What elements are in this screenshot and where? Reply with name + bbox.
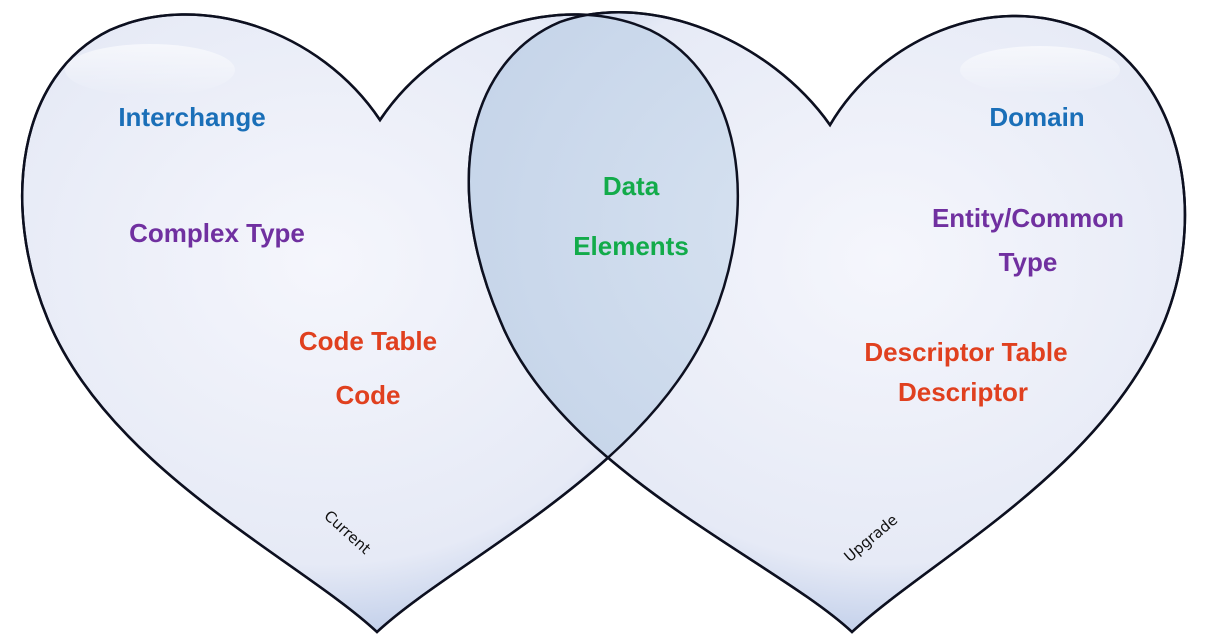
left-heart-title: Interchange	[118, 102, 265, 132]
left-heart-table-line1: Code Table	[299, 326, 437, 356]
left-heart-shine	[65, 44, 235, 96]
right-heart-table-line2: Descriptor	[898, 377, 1028, 407]
right-heart-title: Domain	[989, 102, 1084, 132]
overlap-line1: Data	[603, 171, 660, 201]
left-heart-type-label: Complex Type	[129, 218, 305, 248]
right-heart-table-line1: Descriptor Table	[864, 337, 1067, 367]
overlap-line2: Elements	[573, 231, 689, 261]
right-heart-type-line2: Type	[999, 247, 1058, 277]
right-heart-shine	[960, 46, 1120, 94]
left-heart-table-line2: Code	[336, 380, 401, 410]
right-heart-type-line1: Entity/Common	[932, 203, 1124, 233]
